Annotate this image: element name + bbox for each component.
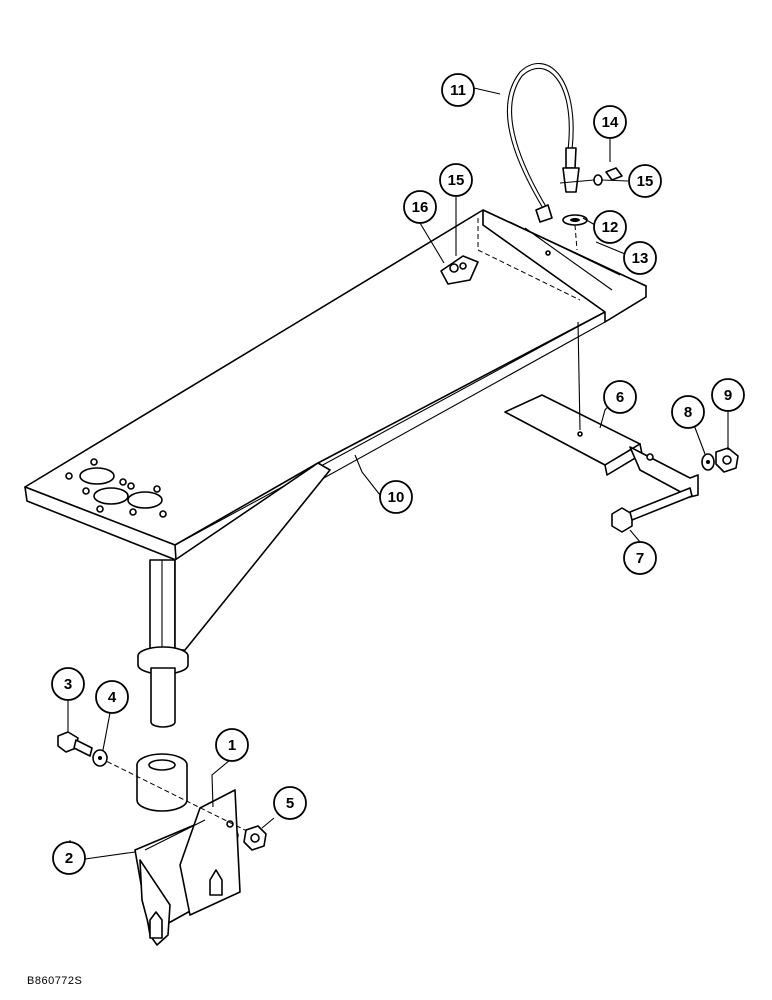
lower-mount-bracket (63, 753, 256, 946)
drawing-number: B860772S (27, 975, 83, 987)
svg-text:13: 13 (632, 250, 649, 267)
callout-leaders (67, 87, 729, 860)
svg-text:5: 5 (286, 795, 294, 812)
callout-12: 12 (593, 210, 627, 244)
rear-bracket (504, 321, 699, 498)
callout-15-left: 15 (439, 163, 473, 197)
svg-text:15: 15 (448, 172, 465, 189)
callout-11: 11 (441, 73, 475, 107)
svg-text:12: 12 (602, 219, 619, 236)
svg-text:3: 3 (64, 676, 72, 693)
svg-text:7: 7 (636, 550, 644, 567)
callout-8: 8 (671, 395, 705, 429)
svg-text:8: 8 (684, 404, 692, 421)
callout-5: 5 (273, 786, 307, 820)
svg-text:15: 15 (637, 173, 654, 190)
callout-10: 10 (379, 480, 413, 514)
svg-text:16: 16 (412, 199, 429, 216)
svg-text:11: 11 (450, 82, 466, 99)
svg-text:4: 4 (108, 689, 117, 706)
callout-6: 6 (603, 380, 637, 414)
svg-text:2: 2 (65, 850, 73, 867)
callout-14: 14 (593, 105, 627, 139)
svg-text:1: 1 (228, 737, 236, 754)
callout-7: 7 (623, 541, 657, 575)
callout-2: 2 (52, 841, 86, 875)
hardware (57, 62, 739, 851)
callout-1: 1 (215, 728, 249, 762)
callout-15-right: 15 (628, 164, 662, 198)
svg-text:6: 6 (616, 389, 624, 406)
svg-text:9: 9 (724, 387, 732, 404)
callout-4: 4 (95, 680, 129, 714)
svg-text:10: 10 (388, 489, 405, 506)
callouts: 1 2 3 4 5 6 7 8 9 10 11 12 13 14 15 15 1… (51, 73, 745, 875)
step-platform (24, 209, 647, 728)
svg-text:14: 14 (602, 114, 619, 131)
callout-3: 3 (51, 667, 85, 701)
callout-16: 16 (403, 190, 437, 224)
callout-13: 13 (623, 241, 657, 275)
callout-9: 9 (711, 378, 745, 412)
